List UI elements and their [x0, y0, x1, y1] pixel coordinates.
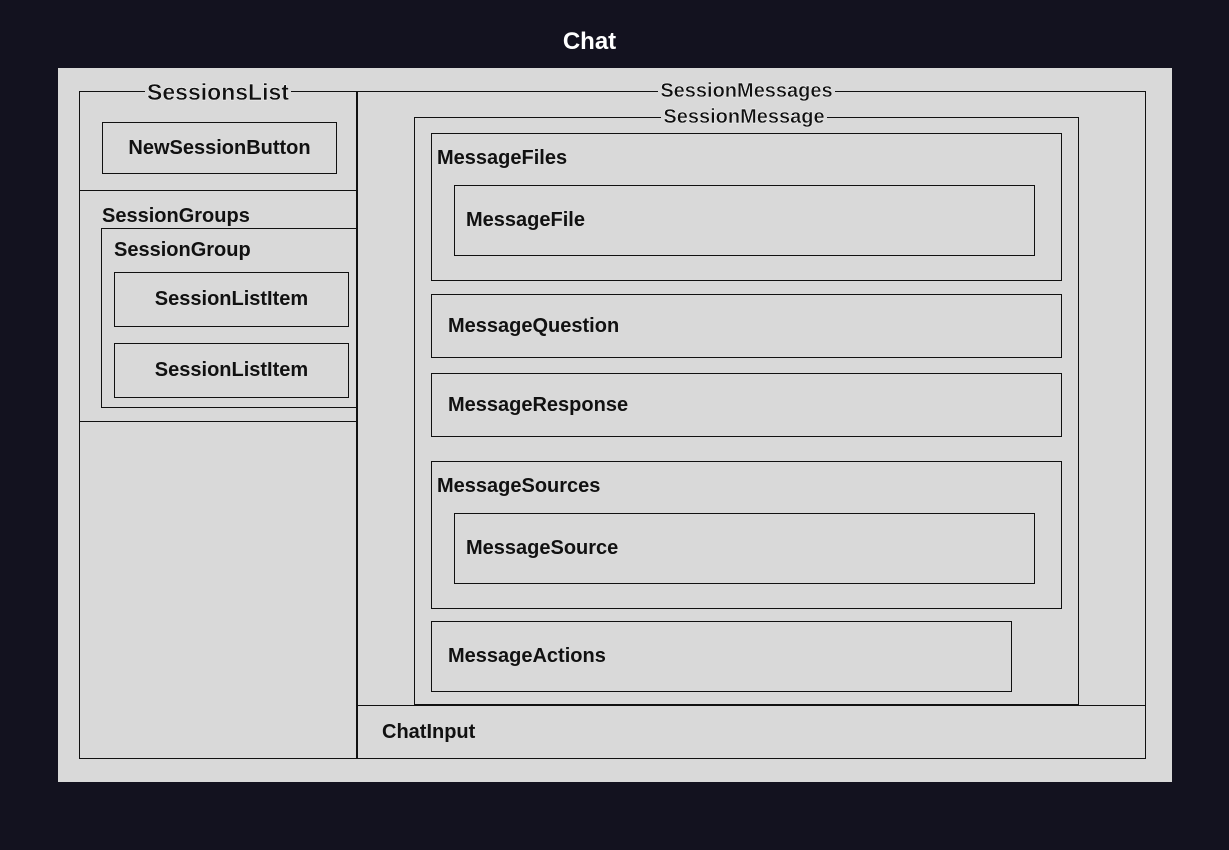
- message-question-label: MessageQuestion: [448, 314, 620, 337]
- message-actions-box: MessageActions: [431, 621, 1012, 692]
- session-groups-box: [79, 190, 357, 422]
- message-sources-box: [431, 461, 1062, 609]
- new-session-button-label: NewSessionButton: [128, 136, 311, 159]
- message-response-label: MessageResponse: [448, 393, 629, 416]
- session-messages-label: SessionMessages: [658, 80, 835, 102]
- message-files-box: [431, 133, 1062, 281]
- session-message-label: SessionMessage: [661, 106, 827, 128]
- session-group-label: SessionGroup: [114, 239, 251, 261]
- message-sources-label: MessageSources: [437, 475, 601, 497]
- session-groups-label: SessionGroups: [102, 205, 250, 227]
- message-actions-label: MessageActions: [448, 645, 606, 667]
- session-list-item-box: SessionListItem: [114, 343, 349, 398]
- session-group-box: [101, 228, 357, 408]
- message-question-box: MessageQuestion: [431, 294, 1062, 358]
- message-file-label: MessageFile: [466, 209, 585, 231]
- sessions-list-label: SessionsList: [145, 79, 291, 105]
- diagram-canvas: [58, 68, 1172, 782]
- message-response-box: MessageResponse: [431, 373, 1062, 437]
- message-source-label: MessageSource: [466, 537, 619, 559]
- message-file-box: MessageFile: [454, 185, 1035, 256]
- message-source-box: MessageSource: [454, 513, 1035, 584]
- session-list-item-box: SessionListItem: [114, 272, 349, 327]
- message-files-label: MessageFiles: [437, 147, 568, 169]
- session-list-item-label: SessionListItem: [154, 359, 309, 381]
- chat-input-label: ChatInput: [382, 720, 476, 743]
- diagram-title: Chat: [562, 28, 617, 55]
- new-session-button-box: NewSessionButton: [102, 122, 337, 174]
- session-list-item-label: SessionListItem: [154, 288, 309, 310]
- chat-input-box: ChatInput: [357, 705, 1146, 759]
